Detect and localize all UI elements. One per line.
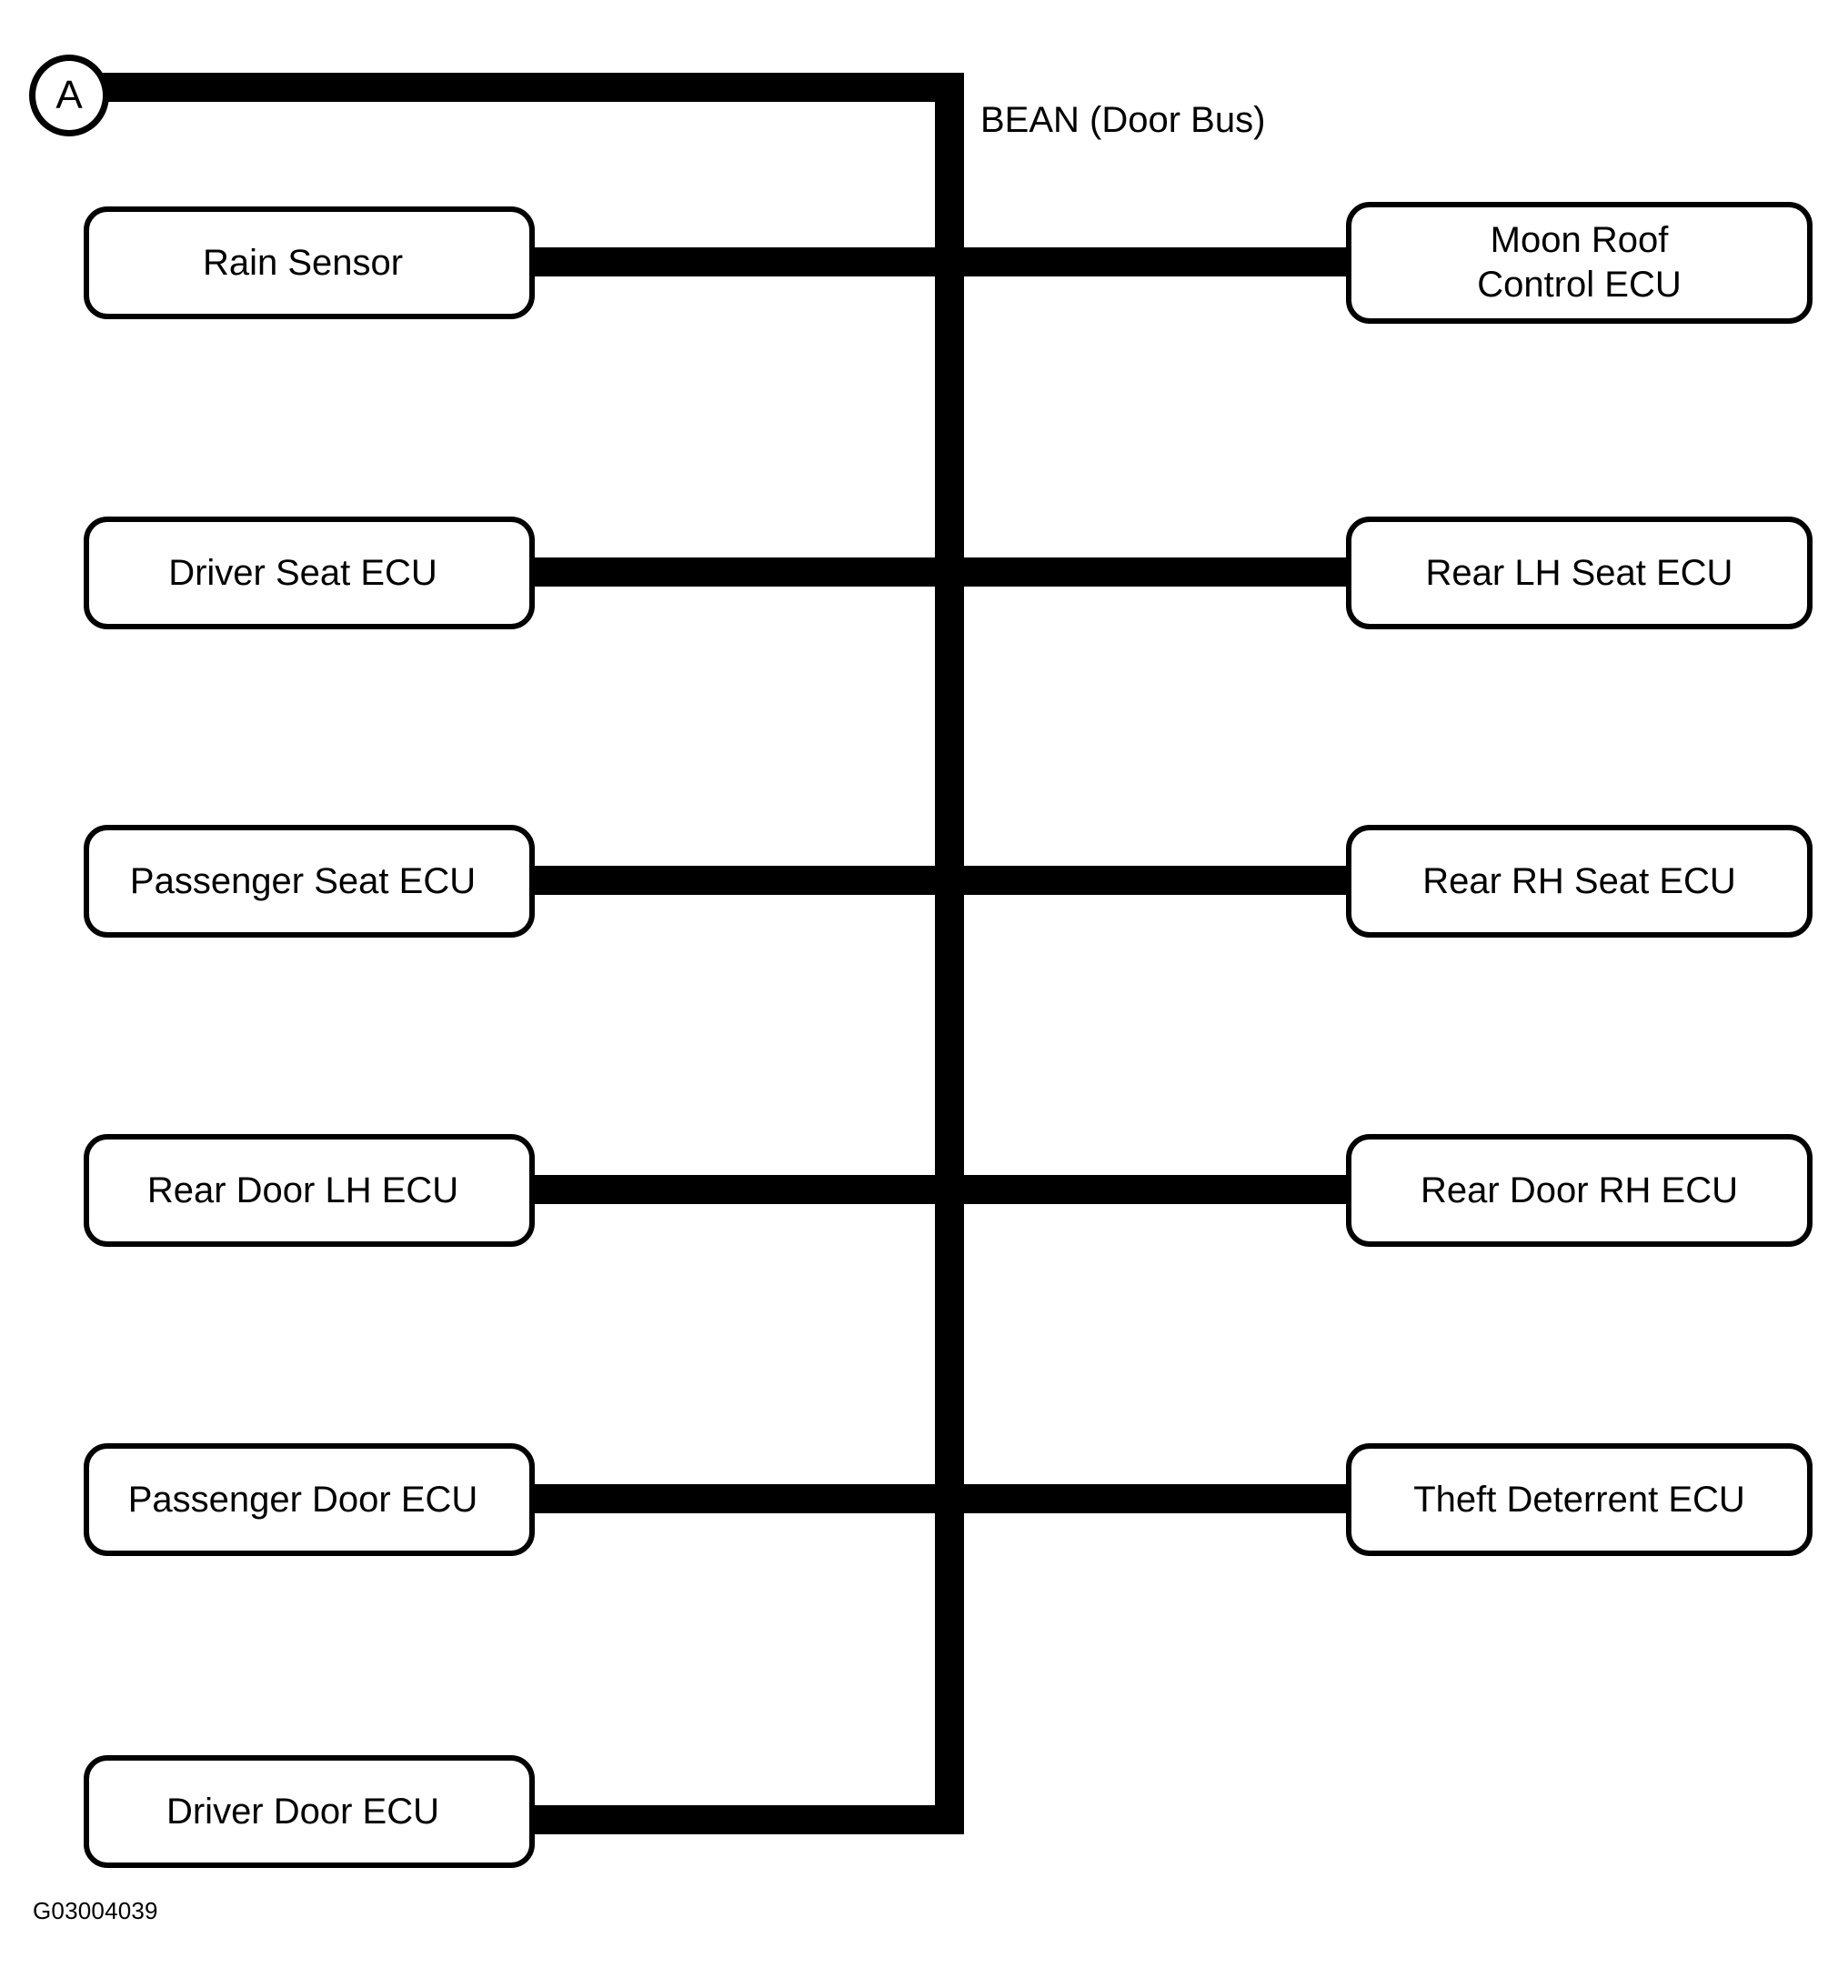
node-rear-door-rh-ecu[interactable]: Rear Door RH ECU [1346,1134,1813,1247]
node-driver-seat-ecu[interactable]: Driver Seat ECU [84,517,535,629]
bus-vertical-trunk [935,73,964,1834]
node-label: Passenger Door ECU [127,1479,478,1520]
node-rain-sensor[interactable]: Rain Sensor [84,206,535,319]
bus-row-5-right [935,1484,1353,1513]
bus-row-6-left [527,1805,964,1834]
node-label: Rear Door LH ECU [146,1170,459,1210]
bus-row-1-left [527,247,942,276]
bus-segment-top [98,73,964,102]
node-label: Driver Seat ECU [168,552,437,593]
bus-row-3-left [527,866,942,895]
bus-row-2-right [935,557,1353,587]
node-rear-rh-seat-ecu[interactable]: Rear RH Seat ECU [1346,825,1813,938]
node-label: Rear RH Seat ECU [1422,860,1736,901]
node-label: Theft Deterrent ECU [1413,1479,1745,1520]
node-rear-lh-seat-ecu[interactable]: Rear LH Seat ECU [1346,517,1813,629]
node-theft-deterrent-ecu[interactable]: Theft Deterrent ECU [1346,1443,1813,1556]
connector-a-label: A [55,73,83,117]
bus-row-5-left [527,1484,942,1513]
node-label: Rear LH Seat ECU [1425,552,1733,593]
node-rear-door-lh-ecu[interactable]: Rear Door LH ECU [84,1134,535,1247]
bus-title-label: BEAN (Door Bus) [980,100,1266,140]
figure-id-label: G03004039 [33,1897,158,1924]
node-passenger-seat-ecu[interactable]: Passenger Seat ECU [84,825,535,938]
bus-row-4-left [527,1175,942,1204]
node-label: Moon Roof Control ECU [1477,220,1682,305]
bus-row-4-right [935,1175,1353,1204]
node-label: Passenger Seat ECU [129,860,477,901]
bus-row-3-right [935,866,1353,895]
node-label: Rear Door RH ECU [1421,1170,1738,1210]
node-driver-door-ecu[interactable]: Driver Door ECU [84,1755,535,1868]
node-moon-roof-control-ecu[interactable]: Moon Roof Control ECU [1346,202,1813,324]
bus-row-1-right [935,247,1353,276]
connector-a-bubble[interactable]: A [29,55,109,136]
node-label: Driver Door ECU [166,1791,440,1832]
node-passenger-door-ecu[interactable]: Passenger Door ECU [84,1443,535,1556]
node-label: Rain Sensor [202,242,404,283]
bus-row-2-left [527,557,942,587]
